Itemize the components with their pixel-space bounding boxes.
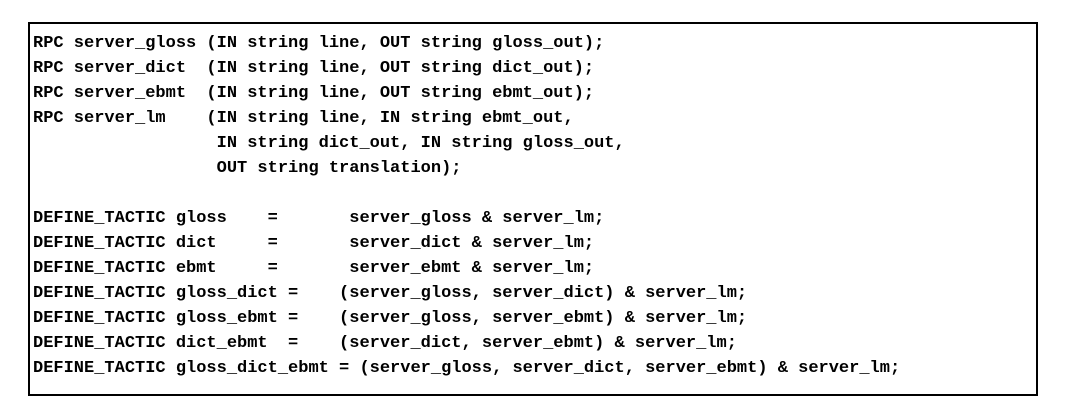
code-listing: RPC server_gloss (IN string line, OUT st…: [33, 31, 1036, 381]
code-line: DEFINE_TACTIC dict_ebmt = (server_dict, …: [33, 334, 737, 353]
code-line: DEFINE_TACTIC gloss_dict_ebmt = (server_…: [33, 359, 901, 378]
code-line: DEFINE_TACTIC gloss = server_gloss & ser…: [33, 209, 605, 228]
code-line: DEFINE_TACTIC dict = server_dict & serve…: [33, 234, 595, 253]
code-line-blank: [33, 181, 1036, 206]
code-line: RPC server_gloss (IN string line, OUT st…: [33, 34, 605, 53]
code-line: RPC server_lm (IN string line, IN string…: [33, 109, 574, 128]
code-line: OUT string translation);: [33, 159, 462, 178]
code-figure-box: RPC server_gloss (IN string line, OUT st…: [28, 22, 1038, 396]
code-line: DEFINE_TACTIC gloss_ebmt = (server_gloss…: [33, 309, 748, 328]
code-line: DEFINE_TACTIC ebmt = server_ebmt & serve…: [33, 259, 595, 278]
code-line: DEFINE_TACTIC gloss_dict = (server_gloss…: [33, 284, 748, 303]
code-line: IN string dict_out, IN string gloss_out,: [33, 134, 625, 153]
code-line: RPC server_ebmt (IN string line, OUT str…: [33, 84, 595, 103]
code-line: RPC server_dict (IN string line, OUT str…: [33, 59, 595, 78]
